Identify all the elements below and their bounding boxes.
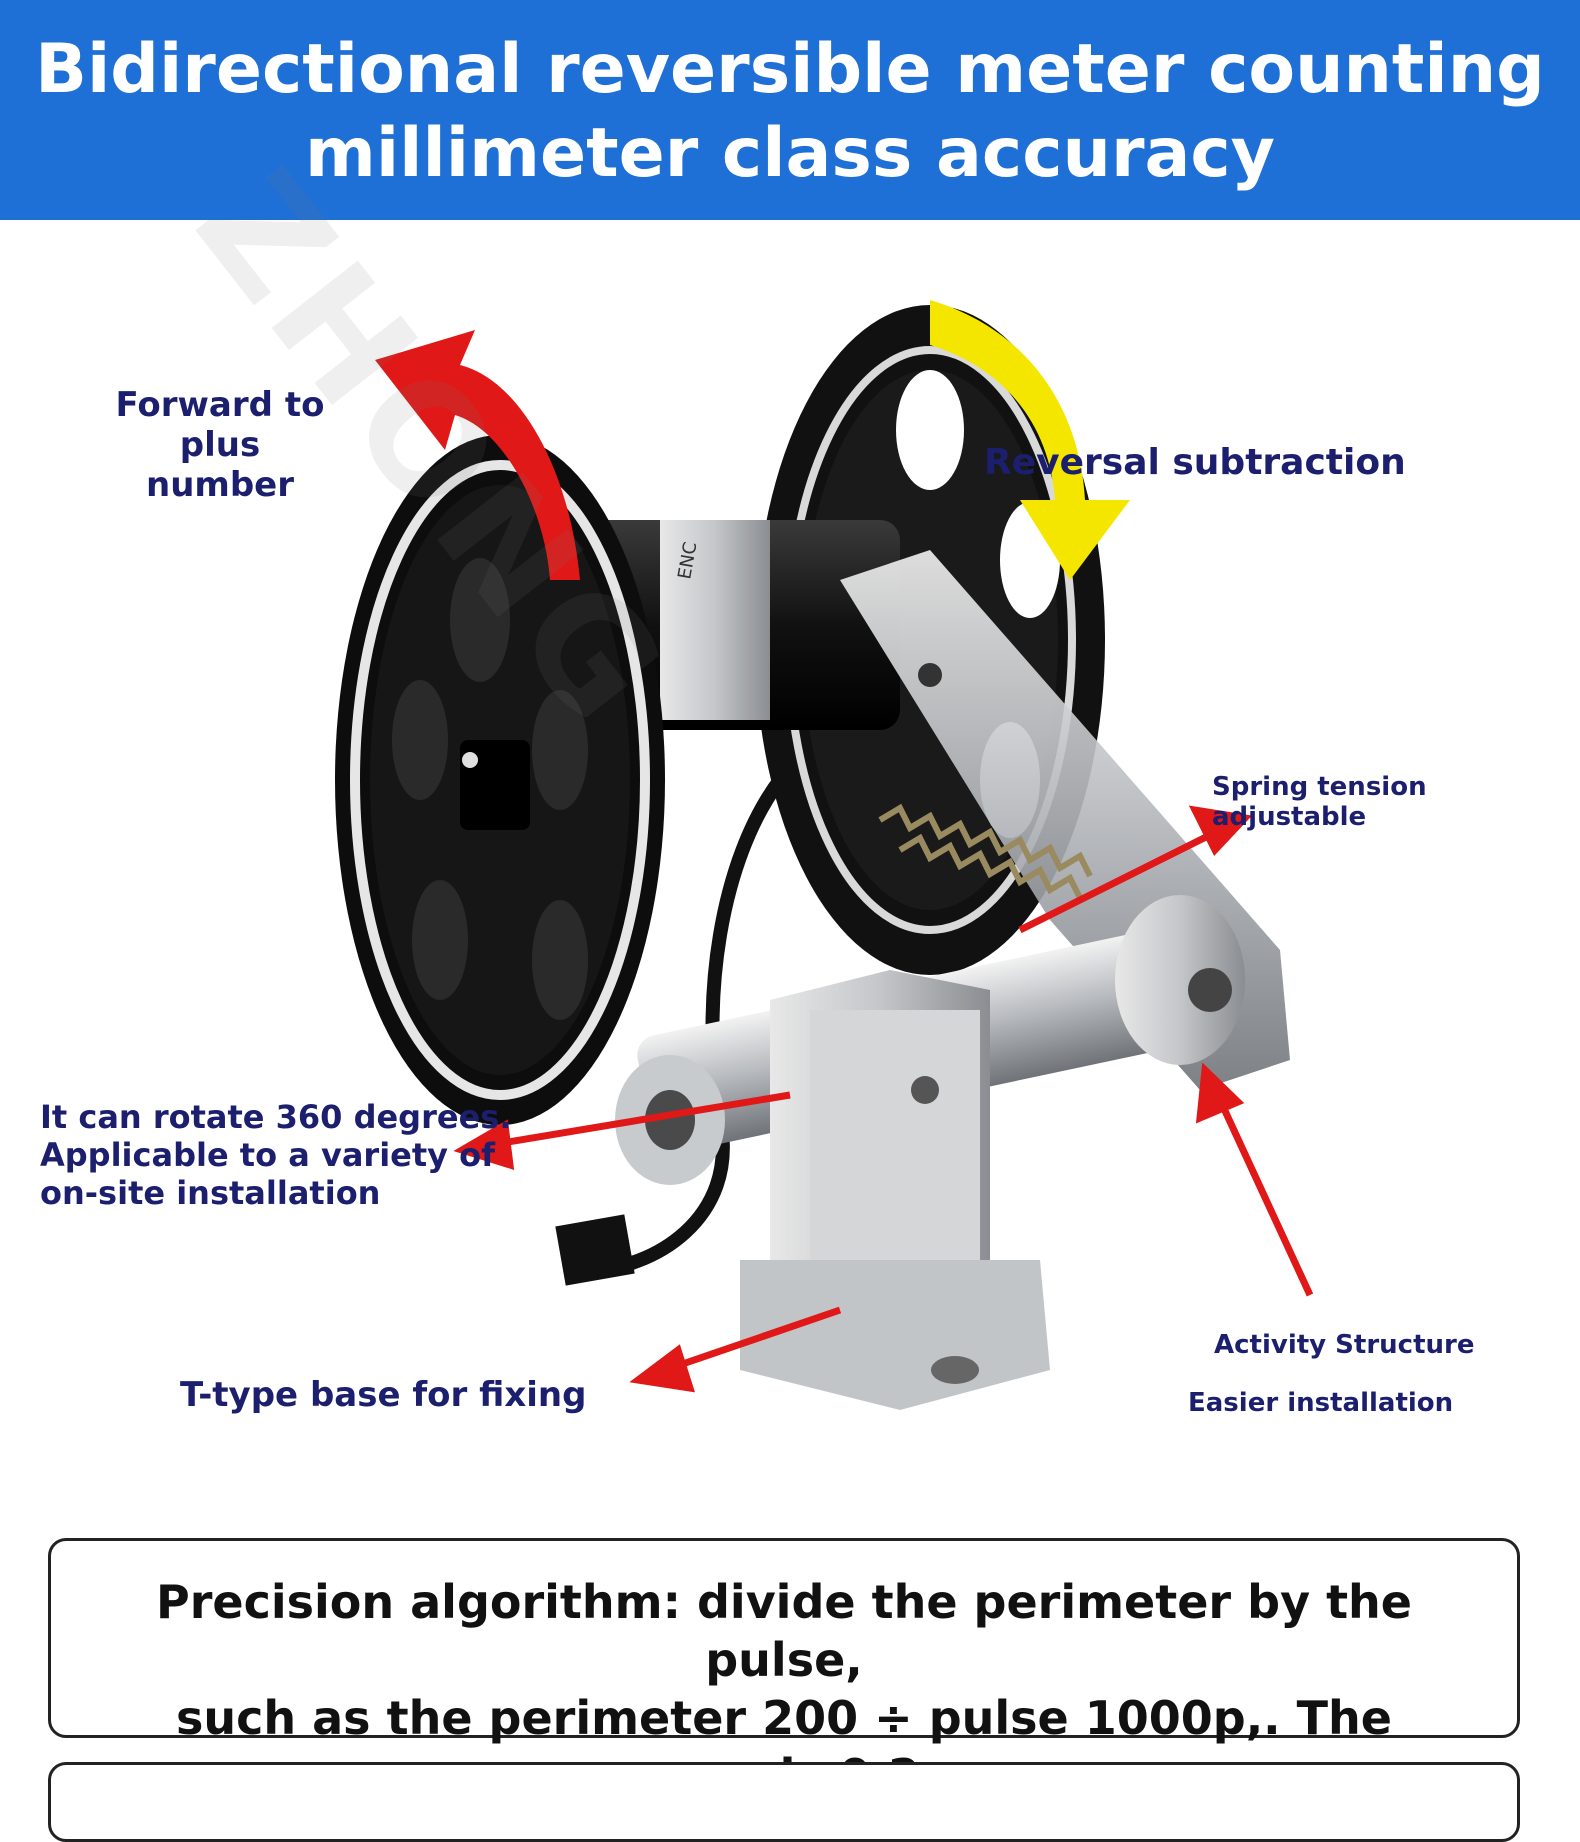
label-forward-line1: Forward to	[115, 385, 325, 425]
label-rotate-line2: Applicable to a variety of	[40, 1136, 496, 1174]
label-forward: Forward to plus number	[110, 385, 330, 505]
reversal-arrow	[930, 300, 1130, 580]
header-banner: Bidirectional reversible meter counting …	[0, 0, 1580, 220]
label-rotate-line1: It can rotate 360 degrees.	[40, 1098, 512, 1136]
header-title-line2: millimeter class accuracy	[305, 114, 1275, 193]
label-easier: Easier installation	[1188, 1388, 1454, 1418]
forward-arrow	[375, 330, 580, 580]
label-rotate-line3: on-site installation	[40, 1174, 381, 1212]
label-forward-line2: plus number	[145, 425, 294, 505]
label-rotate: It can rotate 360 degrees. Applicable to…	[40, 1098, 511, 1212]
tension-spring	[878, 803, 1093, 900]
cable-end	[555, 1214, 635, 1286]
label-reversal: Reversal subtraction	[984, 442, 1406, 483]
t-base	[740, 970, 1050, 1410]
product-illustration: ENC	[335, 300, 1314, 1410]
precision-box: Precision algorithm: divide the perimete…	[48, 1538, 1520, 1803]
label-ttype: T-type base for fixing	[180, 1375, 587, 1415]
next-section-box	[48, 1762, 1520, 1842]
front-wheel	[335, 435, 665, 1125]
label-spring: Spring tension adjustable	[1212, 772, 1427, 832]
precision-line1: Precision algorithm: divide the perimete…	[155, 1575, 1412, 1687]
pointer-arrows	[453, 805, 1314, 1393]
precision-line2: such as the perimeter 200 ÷ pulse 1000p,…	[175, 1691, 1392, 1745]
label-activity: Activity Structure	[1214, 1330, 1475, 1360]
header-title-line1: Bidirectional reversible meter counting	[35, 30, 1545, 109]
